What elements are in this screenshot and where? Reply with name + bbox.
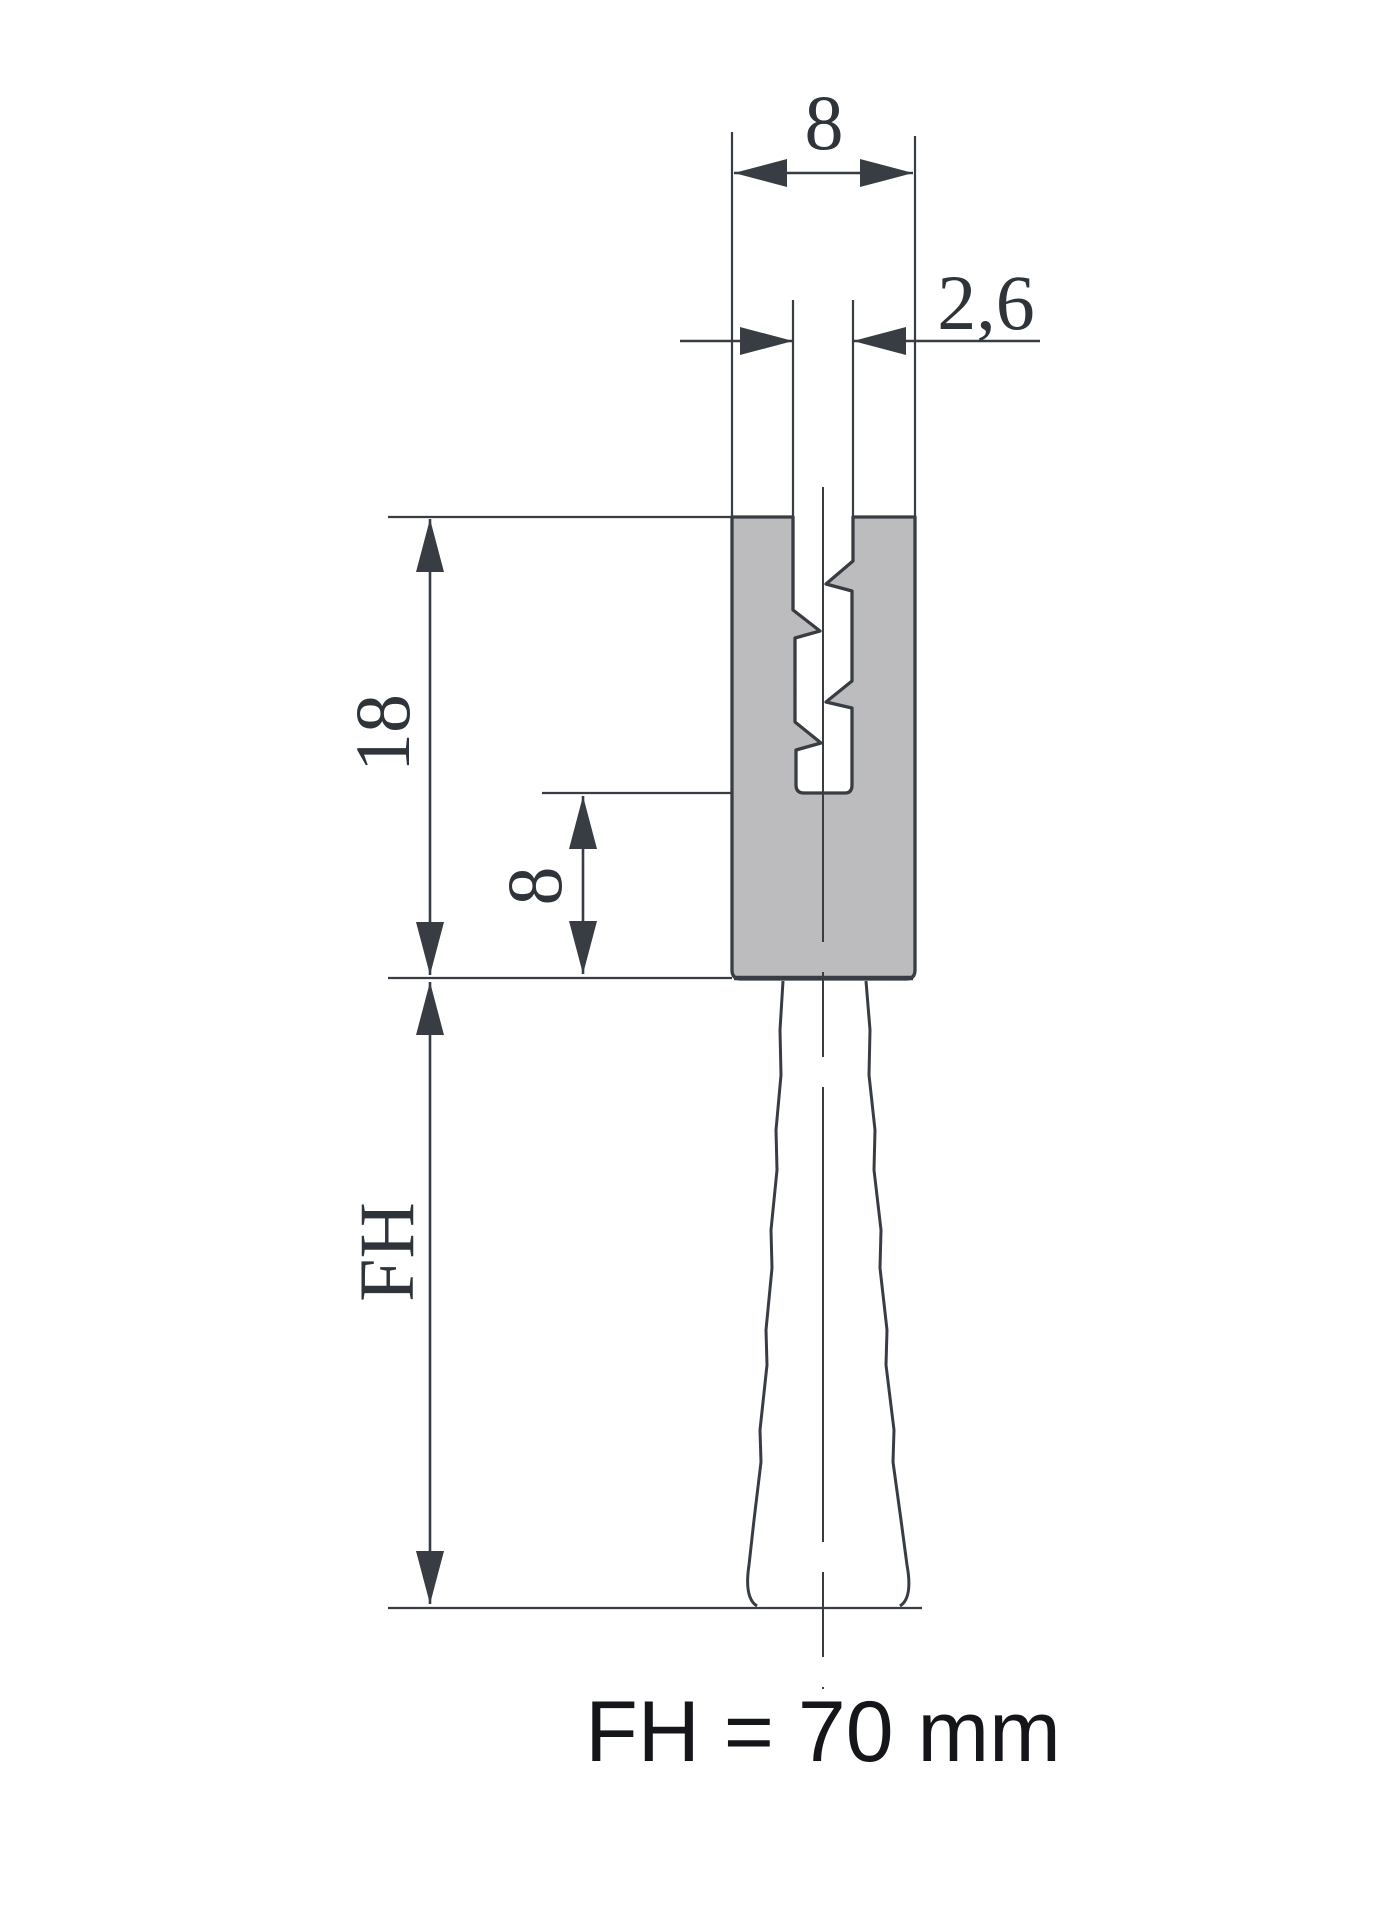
arrowhead-top-width-right [860, 159, 913, 187]
arrowhead-slot-width-right [853, 327, 906, 355]
bristle-right-edge [864, 980, 911, 1608]
arrowhead-bristle-height-bottom [416, 1551, 444, 1604]
arrowhead-top-width-left [734, 159, 787, 187]
label-top-width: 8 [805, 79, 844, 166]
label-clamp-depth: 8 [491, 867, 578, 906]
arrowhead-bristle-height-top [416, 982, 444, 1035]
arrowhead-slot-width-left [740, 327, 793, 355]
label-profile-height: 18 [339, 694, 426, 772]
arrowheads [416, 159, 913, 1604]
label-bristle-height: FH [343, 1202, 430, 1302]
arrowhead-profile-height-bottom [416, 922, 444, 975]
formula-caption: FH = 70 mm [585, 1684, 1060, 1780]
arrowhead-profile-height-top [416, 519, 444, 572]
bristle-left-edge [746, 980, 785, 1608]
bristle-bundle [746, 980, 911, 1608]
arrowhead-clamp-depth-bottom [569, 921, 597, 974]
extension-lines [388, 132, 922, 1610]
arrowhead-clamp-depth-top [569, 796, 597, 849]
label-slot-width: 2,6 [937, 259, 1035, 346]
